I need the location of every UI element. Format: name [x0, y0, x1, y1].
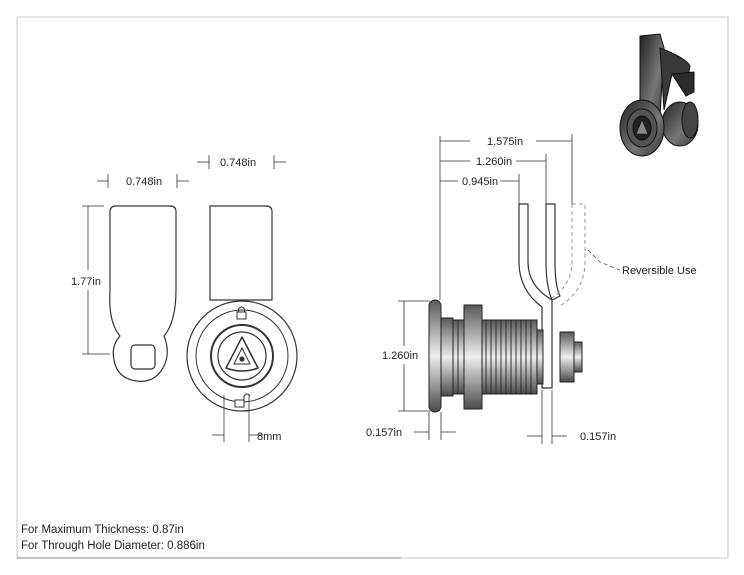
dim-overall-label: 1.575in [487, 136, 523, 148]
lock-icon [236, 306, 247, 320]
panel-nut [463, 304, 483, 410]
dim-hook-width [197, 155, 286, 169]
dim-cam-thk-label: 0.157in [580, 431, 616, 443]
dim-overall [439, 134, 573, 300]
lock-3d-render [619, 33, 699, 157]
dim-stem-label: 8mm [257, 431, 281, 443]
thread-lines [457, 320, 532, 394]
dim-short [440, 174, 520, 204]
dim-mid [440, 154, 547, 204]
note-max-thickness: For Maximum Thickness: 0.87in [21, 524, 184, 536]
dim-flange [414, 412, 456, 440]
cam-reversed-outline [551, 203, 586, 307]
cam-side-view [518, 203, 561, 389]
lock-body-side [428, 299, 583, 413]
dim-stem [212, 395, 263, 442]
dim-flat-width [97, 174, 189, 188]
dim-cam-thk [527, 390, 567, 444]
dim-flat-width-label: 0.748in [126, 176, 162, 188]
dim-flange-label: 0.157in [366, 427, 402, 439]
bezel-flange [428, 299, 442, 413]
callout-leader [587, 249, 621, 271]
dim-body-dia [398, 300, 430, 412]
notes-block: For Maximum Thickness: 0.87in For Throug… [21, 522, 205, 554]
dim-short-label: 0.945in [462, 176, 498, 188]
cam-square-hole [130, 344, 156, 370]
dim-cam-length-label: 1.77in [71, 276, 101, 288]
cam-flat-view [109, 205, 177, 382]
cam-nut [559, 331, 575, 383]
dim-body-dia-label: 1.260in [382, 350, 418, 362]
dim-hook-width-label: 0.748in [220, 157, 256, 169]
lock-front-view [186, 205, 298, 412]
reversible-use-callout: Reversible Use [622, 265, 697, 277]
dim-mid-label: 1.260in [476, 156, 512, 168]
dim-cam-length [82, 205, 110, 355]
note-through-hole: For Through Hole Diameter: 0.886in [21, 540, 205, 552]
